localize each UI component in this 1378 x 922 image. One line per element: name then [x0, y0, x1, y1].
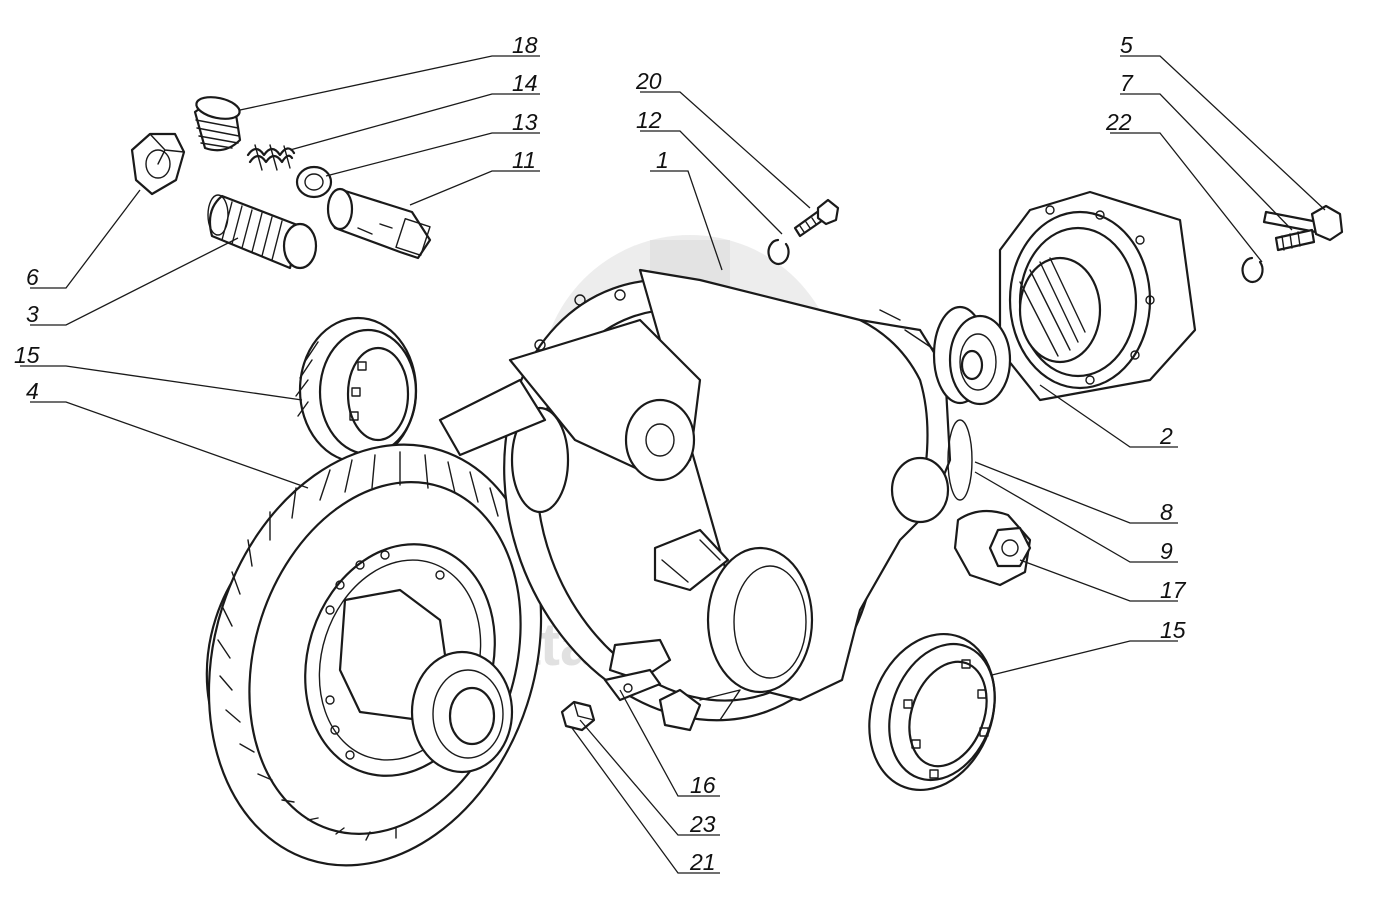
callout-11: 11 [512, 147, 536, 173]
part-threaded-plug [193, 96, 242, 152]
part-spring [246, 144, 296, 171]
callout-22: 22 [1105, 109, 1132, 135]
callout-4: 4 [26, 378, 39, 404]
part-bearing-right [868, 632, 996, 792]
part-carrier-housing [438, 268, 988, 732]
callout-21: 21 [689, 849, 716, 875]
callout-13: 13 [512, 109, 538, 135]
leader-lines [20, 55, 1326, 874]
part-lock-plate [603, 668, 662, 702]
callout-12: 12 [636, 107, 662, 133]
part-small-bolt-21 [560, 700, 596, 732]
callout-8: 8 [1160, 499, 1173, 525]
callout-15-right: 15 [1160, 617, 1186, 643]
callout-16: 16 [690, 772, 716, 798]
callout-5: 5 [1120, 32, 1133, 58]
part-cup-washer [295, 165, 333, 199]
part-ring-gear [205, 443, 543, 867]
part-drive-pinion [948, 190, 1197, 406]
callout-17: 17 [1160, 577, 1187, 603]
callout-6: 6 [26, 264, 39, 290]
callout-15-left: 15 [14, 342, 40, 368]
part-flange-nut [953, 509, 1032, 587]
part-lock-washer-12 [767, 238, 790, 266]
part-threaded-sleeve [207, 194, 318, 270]
callout-2: 2 [1159, 423, 1173, 449]
part-bearing-left [295, 316, 418, 464]
callout-7: 7 [1120, 70, 1134, 96]
callout-1: 1 [656, 147, 669, 173]
part-small-bolt-20 [793, 198, 840, 238]
part-lock-washer-22 [1241, 256, 1264, 284]
callout-9: 9 [1160, 538, 1173, 564]
callout-20: 20 [635, 68, 662, 94]
callout-18: 18 [512, 32, 538, 58]
callout-14: 14 [512, 70, 538, 96]
part-plunger [326, 187, 432, 260]
callout-3: 3 [26, 301, 39, 327]
callout-labels: 18 14 13 11 6 3 15 4 20 12 1 5 7 22 2 8 … [14, 32, 1187, 875]
part-bolts-5-7 [1262, 204, 1344, 252]
part-hex-nut [130, 132, 186, 196]
callout-23: 23 [689, 811, 716, 837]
